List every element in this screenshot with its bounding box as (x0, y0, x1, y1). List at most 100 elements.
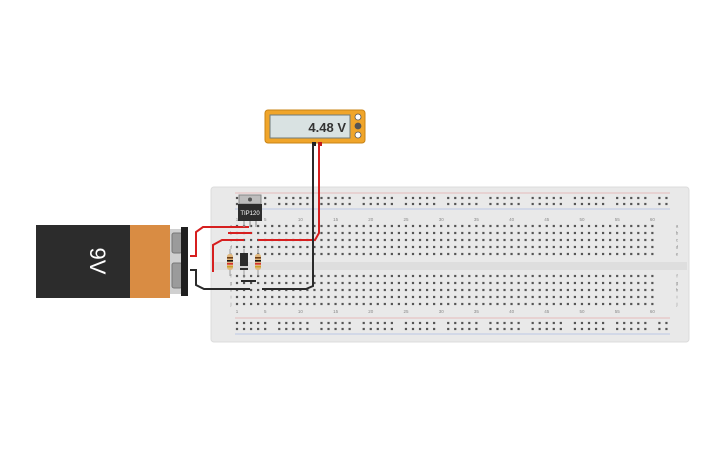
terminal-hole[interactable] (475, 302, 478, 306)
terminal-hole[interactable] (524, 302, 527, 306)
terminal-hole[interactable] (313, 295, 316, 299)
terminal-hole[interactable] (489, 231, 492, 235)
terminal-hole[interactable] (249, 302, 253, 306)
terminal-hole[interactable] (355, 281, 358, 285)
terminal-hole[interactable] (545, 224, 548, 228)
rail-hole[interactable] (447, 202, 450, 206)
terminal-hole[interactable] (644, 281, 647, 285)
terminal-hole[interactable] (531, 238, 534, 242)
rail-hole[interactable] (665, 202, 668, 206)
rail-hole[interactable] (454, 202, 457, 206)
terminal-hole[interactable] (418, 288, 422, 292)
terminal-hole[interactable] (637, 288, 640, 292)
rail-hole[interactable] (433, 321, 436, 325)
terminal-hole[interactable] (292, 274, 295, 278)
terminal-hole[interactable] (630, 245, 633, 249)
rail-hole[interactable] (327, 202, 330, 206)
terminal-hole[interactable] (566, 288, 569, 292)
terminal-hole[interactable] (271, 281, 274, 285)
terminal-hole[interactable] (524, 238, 527, 242)
terminal-hole[interactable] (355, 274, 358, 278)
rail-hole[interactable] (390, 327, 393, 331)
rail-hole[interactable] (264, 196, 267, 200)
terminal-hole[interactable] (538, 281, 541, 285)
rail-hole[interactable] (580, 196, 584, 200)
rail-hole[interactable] (461, 321, 464, 325)
terminal-hole[interactable] (587, 274, 591, 278)
rail-hole[interactable] (573, 321, 577, 325)
wire-jumper-red[interactable] (212, 239, 244, 272)
terminal-hole[interactable] (425, 302, 429, 306)
terminal-hole[interactable] (503, 302, 506, 306)
multimeter-mode-v-knob[interactable] (354, 122, 362, 130)
rail-hole[interactable] (235, 327, 239, 331)
rail-hole[interactable] (235, 321, 239, 325)
terminal-hole[interactable] (601, 274, 605, 278)
terminal-hole[interactable] (651, 224, 654, 228)
terminal-hole[interactable] (651, 295, 654, 299)
terminal-hole[interactable] (587, 252, 591, 256)
terminal-hole[interactable] (503, 274, 506, 278)
terminal-hole[interactable] (334, 252, 337, 256)
terminal-hole[interactable] (390, 231, 393, 235)
terminal-hole[interactable] (292, 224, 295, 228)
terminal-hole[interactable] (397, 224, 401, 228)
terminal-hole[interactable] (313, 302, 316, 306)
rail-hole[interactable] (447, 327, 450, 331)
rail-hole[interactable] (531, 202, 534, 206)
terminal-hole[interactable] (418, 231, 422, 235)
terminal-hole[interactable] (433, 281, 436, 285)
terminal-hole[interactable] (489, 302, 492, 306)
terminal-hole[interactable] (510, 302, 513, 306)
rail-hole[interactable] (594, 202, 598, 206)
rail-hole[interactable] (348, 327, 351, 331)
rail-hole[interactable] (510, 321, 513, 325)
terminal-hole[interactable] (425, 281, 429, 285)
rail-hole[interactable] (573, 196, 577, 200)
terminal-hole[interactable] (616, 231, 619, 235)
terminal-hole[interactable] (538, 231, 541, 235)
terminal-hole[interactable] (475, 295, 478, 299)
terminal-hole[interactable] (601, 281, 605, 285)
terminal-hole[interactable] (580, 288, 584, 292)
terminal-hole[interactable] (651, 302, 654, 306)
terminal-hole[interactable] (327, 274, 330, 278)
terminal-hole[interactable] (397, 288, 401, 292)
terminal-hole[interactable] (587, 245, 591, 249)
rail-hole[interactable] (665, 321, 668, 325)
terminal-hole[interactable] (404, 245, 408, 249)
terminal-hole[interactable] (630, 252, 633, 256)
terminal-hole[interactable] (587, 231, 591, 235)
terminal-hole[interactable] (651, 238, 654, 242)
terminal-hole[interactable] (369, 274, 372, 278)
terminal-hole[interactable] (609, 274, 612, 278)
terminal-hole[interactable] (644, 302, 647, 306)
terminal-hole[interactable] (425, 224, 429, 228)
rail-hole[interactable] (292, 196, 295, 200)
rail-hole[interactable] (418, 327, 422, 331)
terminal-hole[interactable] (411, 231, 415, 235)
terminal-hole[interactable] (285, 231, 288, 235)
terminal-hole[interactable] (348, 274, 351, 278)
terminal-hole[interactable] (637, 224, 640, 228)
terminal-hole[interactable] (616, 238, 619, 242)
rail-hole[interactable] (369, 202, 372, 206)
rail-hole[interactable] (411, 321, 415, 325)
rail-hole[interactable] (552, 196, 555, 200)
terminal-hole[interactable] (538, 245, 541, 249)
terminal-hole[interactable] (609, 245, 612, 249)
rail-hole[interactable] (545, 202, 548, 206)
rail-hole[interactable] (292, 327, 295, 331)
rail-hole[interactable] (278, 321, 281, 325)
terminal-hole[interactable] (489, 252, 492, 256)
rail-hole[interactable] (390, 202, 393, 206)
terminal-hole[interactable] (418, 252, 422, 256)
rail-hole[interactable] (637, 327, 640, 331)
rail-hole[interactable] (249, 321, 253, 325)
rail-hole[interactable] (658, 327, 661, 331)
rail-hole[interactable] (616, 321, 619, 325)
terminal-hole[interactable] (573, 252, 577, 256)
terminal-hole[interactable] (242, 302, 246, 306)
rail-hole[interactable] (425, 202, 429, 206)
rail-hole[interactable] (278, 327, 281, 331)
